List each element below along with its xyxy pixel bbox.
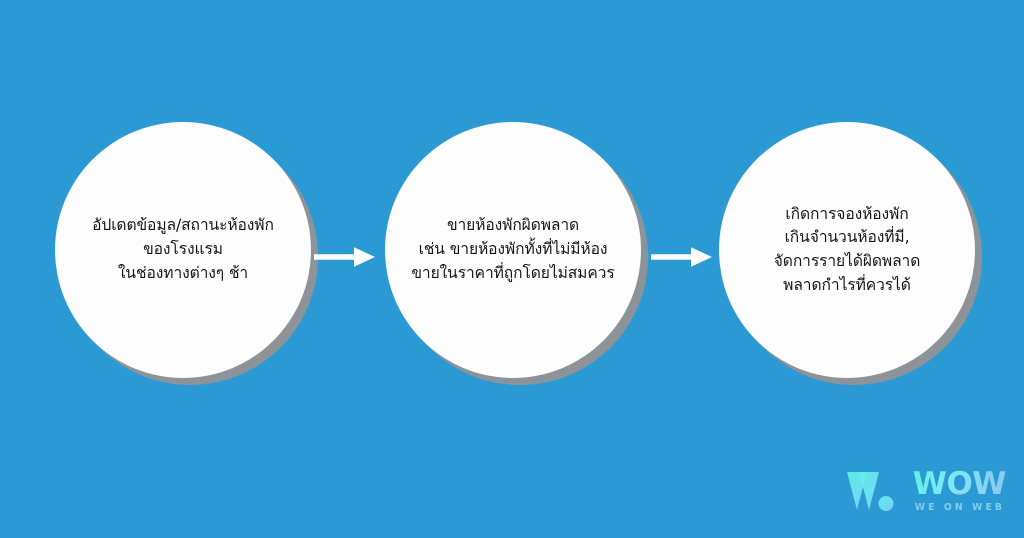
flow-step-1-text: อัปเดตข้อมูล/สถานะห้องพัก ของโรงแรม ในช่…	[92, 216, 274, 282]
flow-step-circle: ขายห้องพักผิดพลาด เช่น ขายห้องพักทั้งที่…	[385, 122, 641, 378]
logo-text-block: WOW WE ON WEB	[912, 466, 1007, 514]
arrow-right-icon	[651, 247, 712, 267]
logo-wordmark: WOW	[912, 466, 1007, 503]
logo-tagline: WE ON WEB	[914, 501, 1006, 513]
flow-connector-arrow-2	[651, 243, 713, 271]
flow-connector-arrow-1	[314, 243, 376, 271]
flow-step-circle: เกิดการจองห้องพัก เกินจำนวนห้องที่มี, จั…	[719, 122, 975, 378]
flow-step-3-text: เกิดการจองห้องพัก เกินจำนวนห้องที่มี, จั…	[773, 204, 921, 294]
wow-w-mark-icon	[846, 472, 894, 511]
flow-step-circle: อัปเดตข้อมูล/สถานะห้องพัก ของโรงแรม ในช่…	[55, 122, 311, 378]
flow-step-2-text: ขายห้องพักผิดพลาด เช่น ขายห้องพักทั้งที่…	[411, 216, 615, 282]
flow-step-3: เกิดการจองห้องพัก เกินจำนวนห้องที่มี, จั…	[719, 122, 982, 385]
wow-logo: WOW WE ON WEB	[846, 464, 1007, 520]
flow-step-1: อัปเดตข้อมูล/สถานะห้องพัก ของโรงแรม ในช่…	[55, 122, 318, 385]
flow-step-2: ขายห้องพักผิดพลาด เช่น ขายห้องพักทั้งที่…	[385, 122, 648, 385]
arrow-right-icon	[314, 247, 375, 267]
